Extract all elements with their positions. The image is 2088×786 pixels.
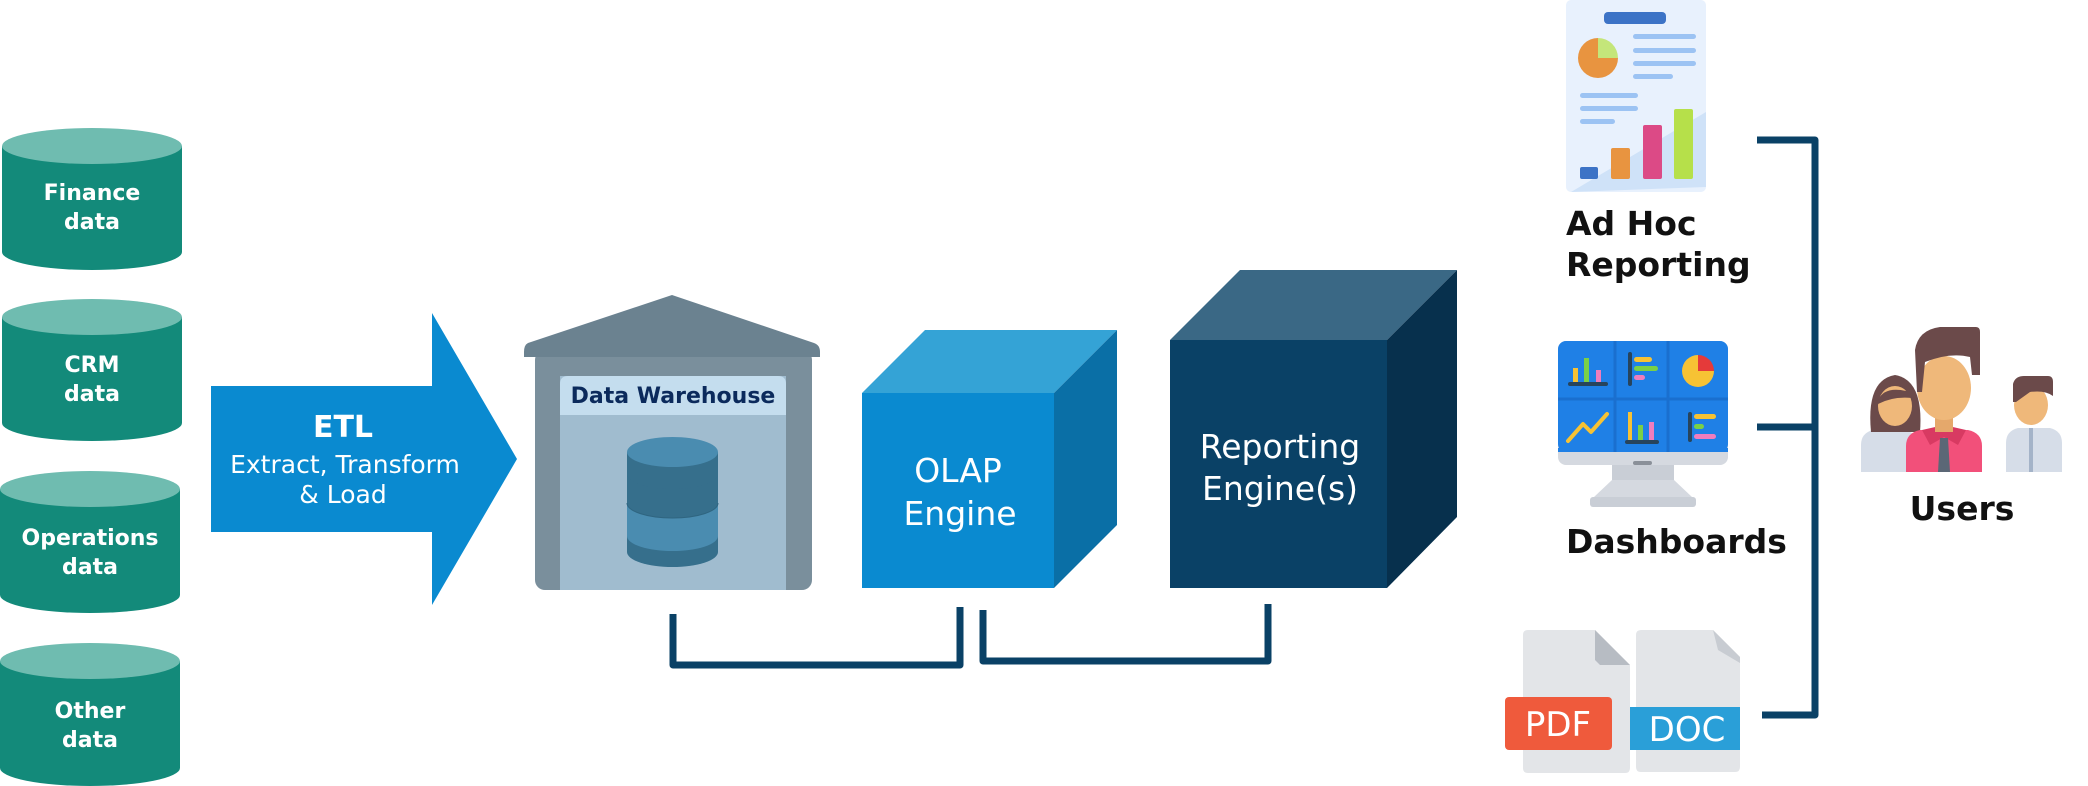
source-label-line2: data xyxy=(64,382,120,407)
source-label-line2: data xyxy=(64,210,120,235)
warehouse-label-band xyxy=(560,376,786,415)
cylinder-body xyxy=(0,661,180,786)
warehouse-roof xyxy=(524,295,820,357)
source-label-line1: Operations xyxy=(22,526,159,551)
connector-warehouse-olap xyxy=(669,607,964,669)
source-label-line2: data xyxy=(62,728,118,753)
report-document-icon xyxy=(1566,0,1706,192)
users-group-icon xyxy=(1861,327,2062,472)
users-label: Users xyxy=(1910,489,2015,528)
doc-label: DOC xyxy=(1649,710,1726,750)
cylinder-body xyxy=(2,317,182,441)
cylinder-top xyxy=(2,128,182,164)
cylinder-body xyxy=(0,489,180,613)
connector-olap-reporting xyxy=(979,604,1272,665)
cube-top-face xyxy=(862,330,1117,393)
cylinder-top xyxy=(0,643,180,679)
dashboards-label: Dashboards xyxy=(1566,522,1787,561)
cube-side-face xyxy=(1387,270,1457,588)
cube-front-face xyxy=(862,393,1054,588)
etl-subtitle-line1: Extract, Transform xyxy=(230,450,460,479)
source-label-line2: data xyxy=(62,555,118,580)
etl-subtitle-line2: & Load xyxy=(299,480,386,509)
cylinder-body xyxy=(2,146,182,270)
pdf-label: PDF xyxy=(1525,705,1591,745)
source-label-line1: Finance xyxy=(44,181,141,206)
dashboard-monitor-icon xyxy=(1558,341,1728,507)
cylinder-top xyxy=(0,471,180,507)
cylinder-top xyxy=(2,299,182,335)
cube-side-face xyxy=(1054,330,1117,588)
source-crm-data: CRM data xyxy=(2,299,182,441)
olap-engine-cube: OLAP Engine xyxy=(862,330,1117,588)
adhoc-label-line2: Reporting xyxy=(1566,245,1751,284)
data-warehouse: Data Warehouse xyxy=(524,295,820,590)
reporting-label-line1: Reporting xyxy=(1200,427,1360,466)
reporting-label-line2: Engine(s) xyxy=(1202,469,1358,508)
olap-label-line2: Engine xyxy=(903,494,1016,533)
reporting-engine-cube: Reporting Engine(s) xyxy=(1170,270,1457,588)
arrow-shape xyxy=(211,313,517,605)
etl-title: ETL xyxy=(313,410,373,445)
doc-file-icon: DOC xyxy=(1630,630,1740,772)
adhoc-label-line1: Ad Hoc xyxy=(1566,204,1697,243)
pdf-file-icon: PDF xyxy=(1505,630,1630,773)
etl-arrow: ETL Extract, Transform & Load xyxy=(211,313,517,605)
source-label-line1: Other xyxy=(55,699,126,724)
cube-top-face xyxy=(1170,270,1457,340)
database-icon xyxy=(626,437,719,568)
warehouse-label: Data Warehouse xyxy=(571,384,776,409)
olap-label-line1: OLAP xyxy=(914,451,1002,490)
cube-front-face xyxy=(1170,340,1387,588)
source-other-data: Other data xyxy=(0,643,180,786)
source-operations-data: Operations data xyxy=(0,471,180,613)
source-finance-data: Finance data xyxy=(2,128,182,270)
source-label-line1: CRM xyxy=(65,353,120,378)
